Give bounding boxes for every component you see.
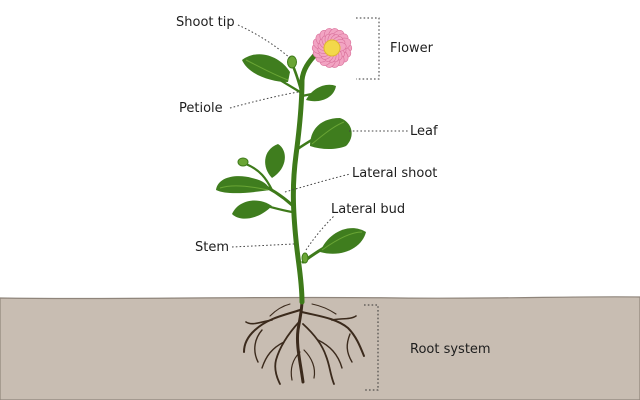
leaf-big-left: [216, 176, 270, 194]
leader-stem: [231, 243, 295, 248]
leaves: [216, 54, 366, 254]
label-leaf: Leaf: [410, 124, 438, 139]
label-lateral-bud: Lateral bud: [331, 202, 406, 217]
leaf-lower-right: [320, 228, 366, 254]
leader-shoot-tip: [237, 24, 291, 59]
label-stem: Stem: [195, 240, 230, 255]
leaf-upper-right: [310, 118, 352, 149]
shoot-tip-bud: [287, 55, 297, 69]
leader-lines: [229, 17, 408, 391]
leader-petiole: [229, 91, 299, 109]
lateral-shoot-bud: [237, 157, 249, 167]
label-petiole: Petiole: [179, 101, 223, 116]
leaf-lower-left: [232, 200, 272, 219]
flower-bracket: [356, 17, 380, 80]
root-system-drawing: [243, 298, 365, 385]
label-lateral-shoot: Lateral shoot: [352, 166, 438, 181]
label-flower: Flower: [390, 41, 434, 56]
leaf-top-right: [306, 84, 336, 102]
leaf-middle-left: [265, 144, 285, 178]
main-stem: [290, 49, 321, 305]
label-root-system: Root system: [410, 342, 491, 357]
lateral-bud: [301, 252, 309, 264]
label-shoot-tip: Shoot tip: [176, 15, 235, 30]
flower-center: [323, 39, 341, 57]
leader-lateral-shoot: [284, 173, 351, 193]
leaf-top-left: [242, 54, 290, 82]
soil-area: [0, 296, 640, 400]
